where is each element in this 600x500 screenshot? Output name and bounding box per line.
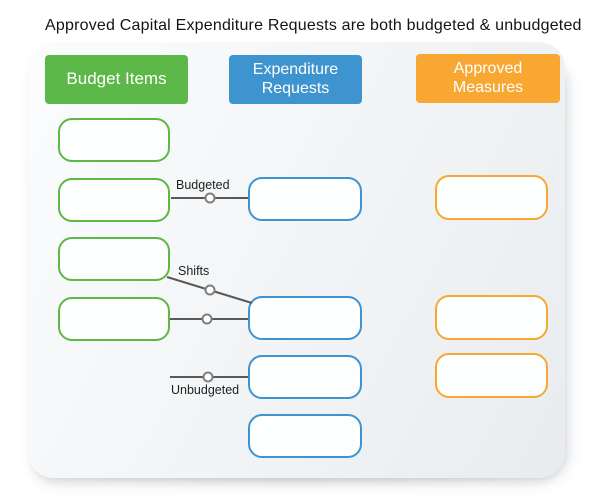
approved-measure-box-3 — [435, 353, 548, 398]
expenditure-request-box-2 — [248, 296, 362, 340]
budget-item-box-3 — [58, 237, 170, 281]
budget-item-box-2 — [58, 178, 170, 222]
column-header-approved-measures-label: Approved Measures — [452, 59, 524, 96]
connector-label-budgeted: Budgeted — [176, 178, 230, 192]
approved-measure-box-2 — [435, 295, 548, 340]
column-header-budget-items: Budget Items — [45, 55, 188, 104]
column-header-budget-items-label: Budget Items — [66, 69, 167, 89]
column-header-expenditure-requests-label: Expenditure Requests — [252, 60, 339, 97]
connector-label-unbudgeted: Unbudgeted — [171, 383, 240, 397]
budget-item-box-1 — [58, 118, 170, 162]
connector-label-shifts: Shifts — [178, 264, 210, 278]
expenditure-request-box-4 — [248, 414, 362, 458]
column-header-expenditure-requests: Expenditure Requests — [229, 55, 362, 104]
page-title: Approved Capital Expenditure Requests ar… — [45, 17, 582, 34]
approved-measure-box-1 — [435, 175, 548, 220]
expenditure-request-box-1 — [248, 177, 362, 221]
column-header-approved-measures: Approved Measures — [416, 54, 560, 103]
expenditure-request-box-3 — [248, 355, 362, 399]
budget-item-box-4 — [58, 297, 170, 341]
